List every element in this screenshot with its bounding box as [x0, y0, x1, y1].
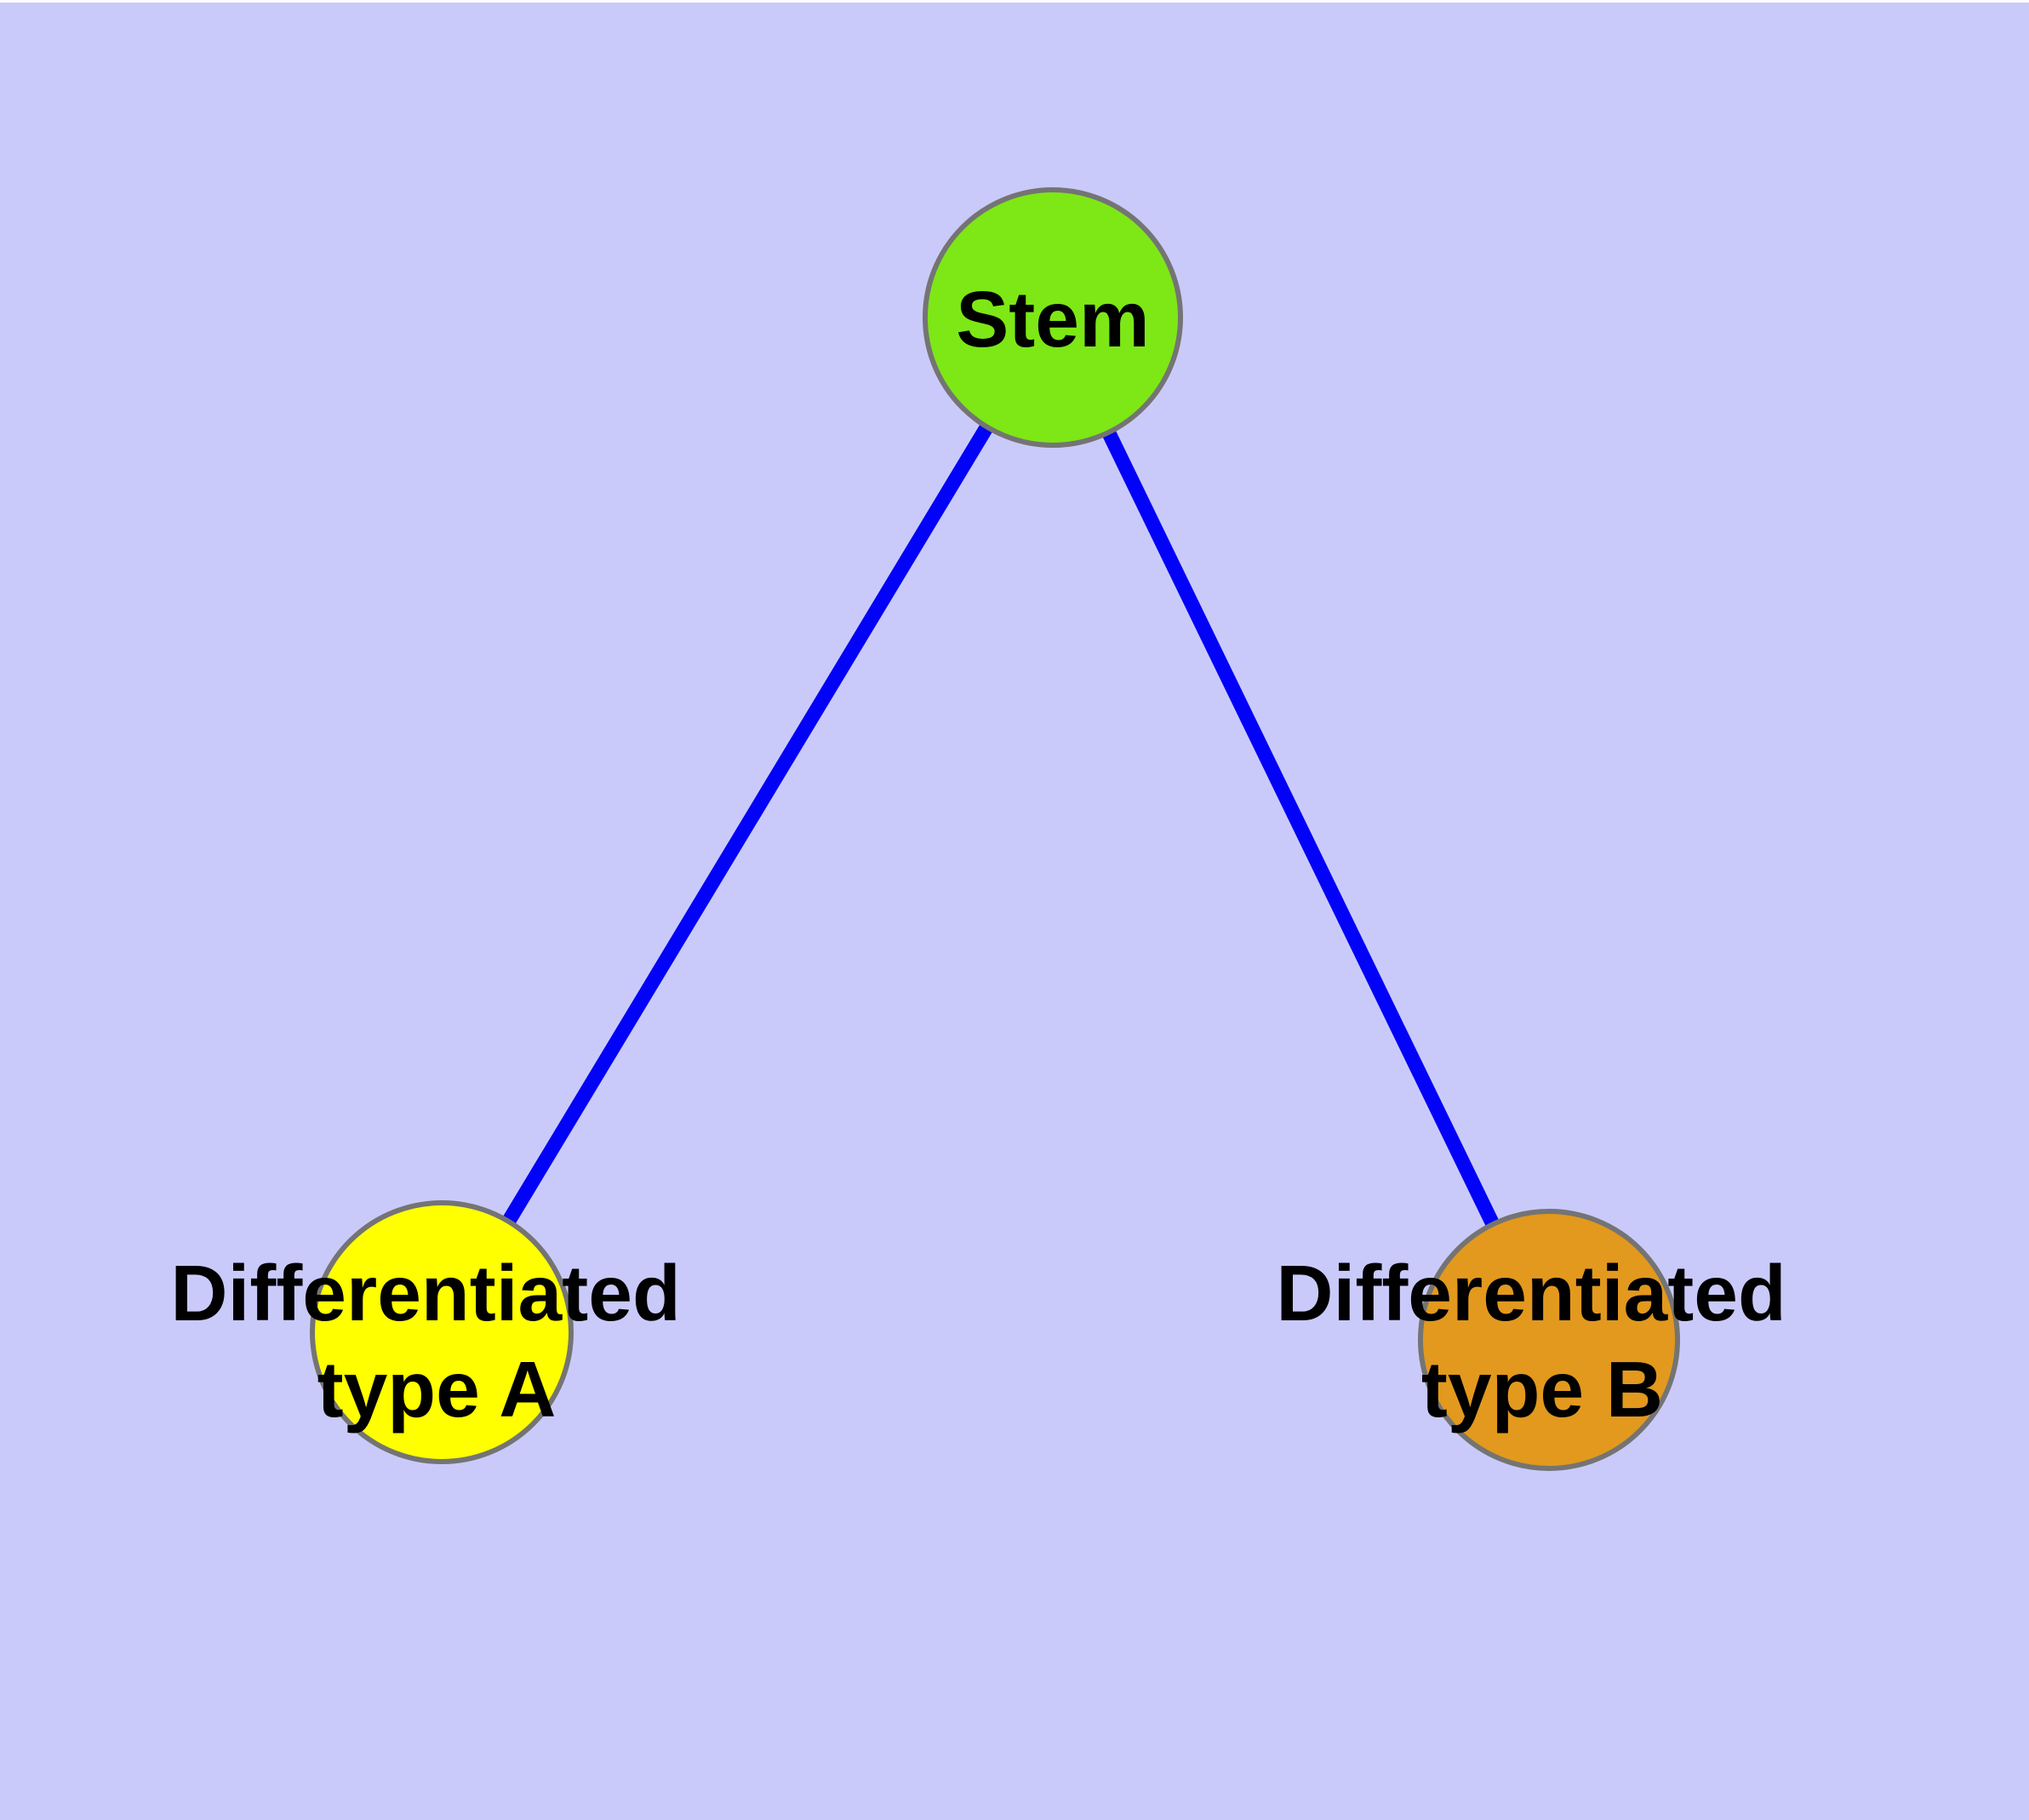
differentiated-type-a-label-line2: type A	[317, 1345, 557, 1434]
differentiated-type-a-label-line1: Differentiated	[170, 1249, 680, 1337]
differentiated-type-a-node	[310, 1200, 574, 1464]
differentiated-type-a-label: Differentiated type A	[170, 1249, 702, 1434]
differentiated-type-b-node	[1418, 1209, 1680, 1471]
edge-stem-to-type-b	[1046, 314, 1556, 1343]
differentiated-type-b-label-line1: Differentiated	[1276, 1249, 1786, 1337]
edge-stem-to-type-a	[435, 313, 1060, 1336]
stem-node-label: Stem	[956, 275, 1149, 363]
differentiated-type-b-label-line2: type B	[1421, 1345, 1663, 1434]
differentiated-type-b-label: Differentiated type B	[1276, 1249, 1808, 1434]
stem-node	[923, 187, 1183, 448]
